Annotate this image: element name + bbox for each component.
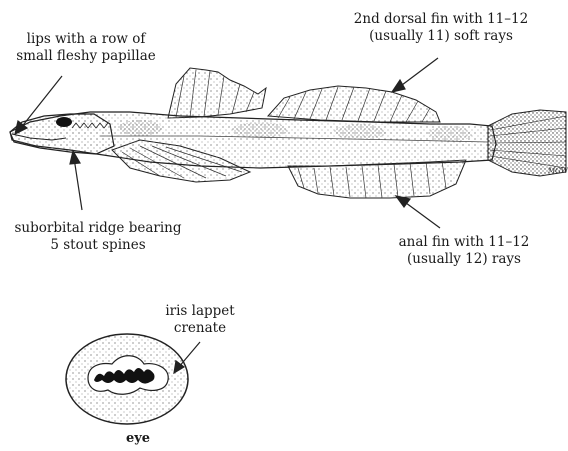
artist-signature: MGW: [547, 167, 568, 175]
first-dorsal-fin: [168, 68, 266, 118]
lips-label: lips with a row of small fleshy papillae: [2, 31, 170, 65]
lips-label-line-1: lips with a row of: [2, 31, 170, 48]
iris-lappet-label-line-2: crenate: [150, 320, 250, 337]
lips-label-line-2: small fleshy papillae: [2, 48, 170, 65]
anal-fin-label: anal fin with 11–12 (usually 12) rays: [360, 234, 568, 268]
anal-fin-label-line-2: (usually 12) rays: [360, 251, 568, 268]
suborbital-ridge-label-line-1: suborbital ridge bearing: [0, 220, 196, 237]
dorsal-fin-label-line-1: 2nd dorsal fin with 11–12: [314, 11, 568, 28]
eye-caption: eye: [108, 430, 168, 447]
dorsal-fin-label: 2nd dorsal fin with 11–12 (usually 11) s…: [314, 11, 568, 45]
suborbital-ridge-label: suborbital ridge bearing 5 stout spines: [0, 220, 196, 254]
eye-detail: [66, 334, 188, 424]
iris-lappet-label-line-1: iris lappet: [150, 303, 250, 320]
fish-eye: [56, 117, 72, 127]
suborbital-ridge-label-line-2: 5 stout spines: [0, 237, 196, 254]
iris-lappet-label: iris lappet crenate: [150, 303, 250, 337]
second-dorsal-fin: [268, 86, 440, 122]
anal-fin-label-line-1: anal fin with 11–12: [360, 234, 568, 251]
fish-head: [10, 114, 114, 154]
dorsal-fin-label-line-2: (usually 11) soft rays: [314, 28, 568, 45]
